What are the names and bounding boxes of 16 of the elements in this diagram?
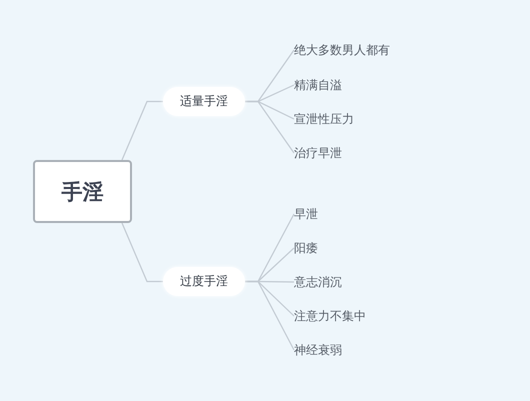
leaf-label: 宣泄性压力 xyxy=(294,111,354,127)
connector-line xyxy=(121,100,163,160)
leaf-label: 神经衰弱 xyxy=(294,342,342,358)
connector-line xyxy=(245,100,294,154)
leaf-label: 意志消沉 xyxy=(294,274,342,290)
leaf-label: 注意力不集中 xyxy=(294,308,366,324)
branch-bubble: 过度手淫 xyxy=(163,267,245,296)
leaf-label: 精满自溢 xyxy=(294,77,342,93)
leaf-label: 绝大多数男人都有 xyxy=(294,42,390,58)
connector-line xyxy=(121,222,163,282)
leaf-label: 阳痿 xyxy=(294,240,318,256)
branch-bubble: 适量手淫 xyxy=(163,87,245,116)
leaf-label: 早泄 xyxy=(294,206,318,222)
root-box: 手淫 xyxy=(33,160,132,223)
connector-line xyxy=(245,280,295,350)
leaf-label: 治疗早泄 xyxy=(294,145,342,161)
